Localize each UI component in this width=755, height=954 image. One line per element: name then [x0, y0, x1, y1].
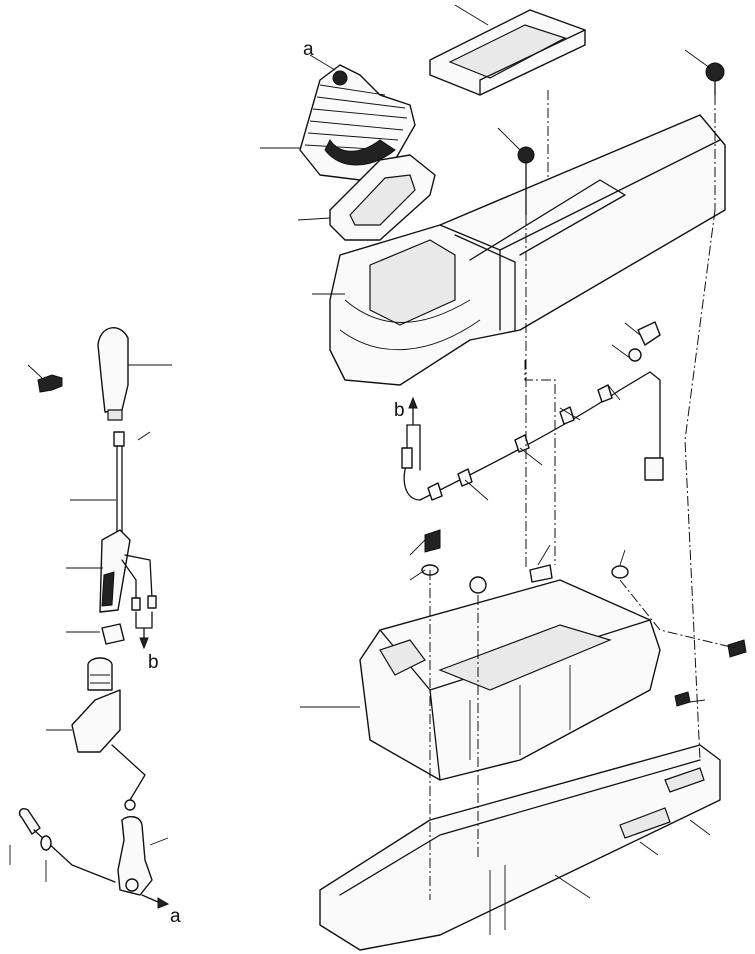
shift-boot — [299, 64, 416, 181]
boot-frame — [329, 154, 436, 241]
shift-arm — [111, 744, 170, 909]
knob-screw — [37, 374, 63, 393]
ref-label-b-left: b — [148, 652, 159, 673]
under-cover — [319, 744, 721, 951]
arrow-b-left — [139, 627, 149, 650]
console-frame — [359, 579, 661, 781]
alignment-lines — [429, 90, 736, 900]
lever-nut — [101, 623, 125, 645]
lever-rod — [113, 431, 125, 541]
lower-bolt — [18, 808, 116, 883]
bolt-upper-1 — [517, 146, 535, 216]
arrow-b-right — [408, 396, 418, 416]
bolt-upper-2 — [705, 62, 725, 96]
leader-lines — [9, 4, 711, 899]
access-lid — [429, 9, 586, 96]
bolt-frame-left — [421, 529, 441, 576]
lower-washer — [40, 835, 52, 851]
ref-label-a-bottom: a — [170, 906, 181, 927]
clip-frame — [469, 564, 629, 594]
console-cover — [329, 114, 726, 386]
shift-knob — [97, 327, 129, 421]
ref-label-b-right: b — [394, 400, 405, 421]
switch-body — [99, 529, 157, 629]
ref-label-a-top: a — [303, 39, 314, 60]
wire-harness — [401, 321, 664, 501]
bolt-frame-right — [674, 639, 747, 707]
lever-bracket — [71, 657, 121, 753]
